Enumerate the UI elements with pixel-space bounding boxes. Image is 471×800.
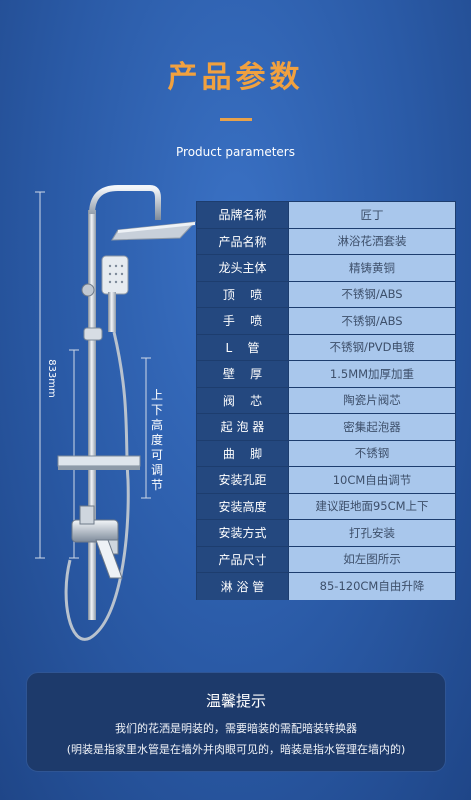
spec-label: 安装方式: [197, 520, 289, 546]
spec-row: 阀 芯 陶瓷片阀芯: [197, 387, 455, 414]
spec-row: 起 泡 器 密集起泡器: [197, 414, 455, 441]
shower-hose: [64, 331, 130, 641]
shelf: [57, 455, 141, 467]
bar-height-label: 833mm: [45, 359, 57, 398]
spec-row: 淋 浴 管 85-120CM自由升降: [197, 573, 455, 600]
spec-label: 安装高度: [197, 493, 289, 519]
spec-row: 安装孔距 10CM自由调节: [197, 467, 455, 494]
hand-shower-head: [101, 255, 129, 295]
spec-row: 安装高度 建议距地面95CM上下: [197, 493, 455, 520]
spec-value: 精铸黄铜: [289, 255, 455, 281]
spec-label: 龙头主体: [197, 255, 289, 281]
spec-row: 产品尺寸 如左图所示: [197, 546, 455, 573]
spec-value: 密集起泡器: [289, 414, 455, 440]
tip-text-line2: (明装是指家里水管是在墙外并肉眼可见的，暗装是指水管理在墙内的): [66, 743, 406, 756]
spec-label: 品牌名称: [197, 202, 289, 228]
spec-value: 不锈钢/ABS: [289, 281, 455, 307]
spec-row: 顶 喷 不锈钢/ABS: [197, 281, 455, 308]
spec-label: 壁 厚: [197, 361, 289, 387]
page-title: 产品参数: [167, 60, 304, 95]
top-arm: [89, 185, 161, 220]
spec-row: 品牌名称 匠丁: [197, 202, 455, 229]
spec-table: 品牌名称 匠丁 产品名称 淋浴花洒套装 龙头主体 精铸黄铜 顶 喷 不锈钢/AB…: [196, 201, 456, 600]
spec-value: 陶瓷片阀芯: [289, 387, 455, 413]
spec-value: 10CM自由调节: [289, 467, 455, 493]
spec-label: 手 喷: [197, 308, 289, 334]
spec-row: 手 喷 不锈钢/ABS: [197, 308, 455, 335]
tip-title: 温馨提示: [205, 692, 266, 710]
spec-value: 不锈钢/ABS: [289, 308, 455, 334]
spec-label: 安装孔距: [197, 467, 289, 493]
title-underline: [220, 118, 252, 121]
spec-label: 产品尺寸: [197, 546, 289, 572]
spec-label: 淋 浴 管: [197, 573, 289, 600]
spec-value: 淋浴花洒套装: [289, 228, 455, 254]
tip-text-line1: 我们的花洒是明装的，需要暗装的需配暗装转换器: [115, 722, 357, 735]
slide-bracket: [83, 327, 103, 341]
spec-row: 产品名称 淋浴花洒套装: [197, 228, 455, 255]
spec-row: 曲 脚 不锈钢: [197, 440, 455, 467]
spec-label: 曲 脚: [197, 440, 289, 466]
spec-row: 龙头主体 精铸黄铜: [197, 255, 455, 282]
riser-pipe: [88, 210, 96, 620]
mixer-valve: [71, 519, 119, 543]
spec-value: 如左图所示: [289, 546, 455, 572]
spec-row: L 管 不锈钢/PVD电镀: [197, 334, 455, 361]
spec-value: 不锈钢: [289, 440, 455, 466]
spec-label: L 管: [197, 334, 289, 360]
shower-set-illustration: [35, 185, 197, 641]
spec-value: 1.5MM加厚加重: [289, 361, 455, 387]
spec-value: 不锈钢/PVD电镀: [289, 334, 455, 360]
spec-label: 阀 芯: [197, 387, 289, 413]
spec-label: 起 泡 器: [197, 414, 289, 440]
spec-label: 顶 喷: [197, 281, 289, 307]
spec-row: 壁 厚 1.5MM加厚加重: [197, 361, 455, 388]
spec-row: 安装方式 打孔安装: [197, 520, 455, 547]
adjustable-height-label: 上下高度可调节: [150, 388, 163, 492]
spec-label: 产品名称: [197, 228, 289, 254]
tip-box: 温馨提示 我们的花洒是明装的，需要暗装的需配暗装转换器 (明装是指家里水管是在墙…: [26, 672, 446, 772]
spec-value: 建议距地面95CM上下: [289, 493, 455, 519]
page-subtitle: Product parameters: [176, 145, 295, 159]
spec-value: 匠丁: [289, 202, 455, 228]
spec-value: 打孔安装: [289, 520, 455, 546]
spec-value: 85-120CM自由升降: [289, 573, 455, 600]
